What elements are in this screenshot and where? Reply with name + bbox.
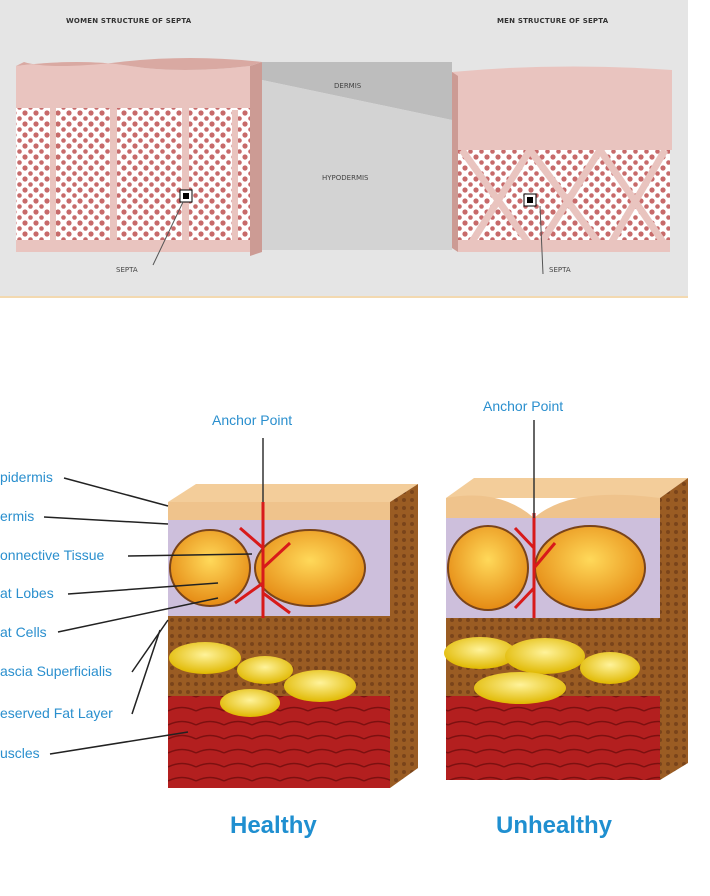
fat-lobe [534, 525, 646, 611]
layer-label-fascia: ascia Superficialis [0, 663, 113, 679]
cellulite-comparison-panel: Anchor Point Anchor Point pidermis ermis… [0, 368, 688, 896]
anchor-point-label-unhealthy: Anchor Point [483, 398, 564, 414]
fat-lobe [254, 529, 366, 607]
connective-tissue [234, 502, 292, 618]
unhealthy-caption: Unhealthy [496, 812, 613, 839]
reserved-fat [444, 637, 516, 669]
connective-tissue [513, 513, 557, 618]
fat-lobe [447, 525, 529, 611]
layer-label-fat-cells: at Cells [0, 624, 47, 640]
women-structure-title: WOMEN STRUCTURE OF SEPTA [66, 17, 192, 25]
reserved-fat [505, 638, 585, 674]
reserved-fat [284, 670, 356, 702]
reserved-fat [580, 652, 640, 684]
layer-label-epidermis: pidermis [0, 469, 53, 485]
layer-label-muscles: uscles [0, 745, 40, 761]
layer-label-connective-tissue: onnective Tissue [0, 547, 105, 563]
label-leaders [43, 477, 253, 755]
layer-label-dermis: ermis [0, 508, 35, 524]
anchor-point-label-healthy: Anchor Point [212, 412, 293, 428]
unhealthy-block [444, 478, 688, 780]
healthy-caption: Healthy [230, 812, 317, 839]
hypodermis-band [262, 80, 452, 250]
septum [110, 100, 117, 248]
reserved-fat [220, 689, 280, 717]
men-structure-title: MEN STRUCTURE OF SEPTA [497, 17, 609, 25]
women-septa-block [16, 58, 262, 266]
septa-label-left: SEPTA [116, 266, 138, 274]
layer-label-reserved-fat: eserved Fat Layer [0, 705, 113, 721]
reserved-fat [169, 642, 241, 674]
hypodermis-label: HYPODERMIS [322, 174, 369, 182]
reserved-fat [237, 656, 293, 684]
reserved-fat [474, 672, 566, 704]
layer-label-fat-lobes: at Lobes [0, 585, 54, 601]
septa-structure-panel: WOMEN STRUCTURE OF SEPTA MEN STRUCTURE O… [0, 0, 688, 298]
septa-diagram [16, 58, 672, 275]
dermis-band [262, 62, 452, 120]
septa-label-right: SEPTA [549, 266, 571, 274]
fat-lobe [169, 529, 251, 607]
healthy-block [168, 484, 418, 788]
men-septa-block [452, 66, 672, 275]
dermis-label: DERMIS [334, 82, 362, 90]
septum [232, 110, 238, 248]
skin-layers-diagram [43, 420, 688, 788]
septum [182, 106, 189, 248]
septum [50, 104, 56, 248]
